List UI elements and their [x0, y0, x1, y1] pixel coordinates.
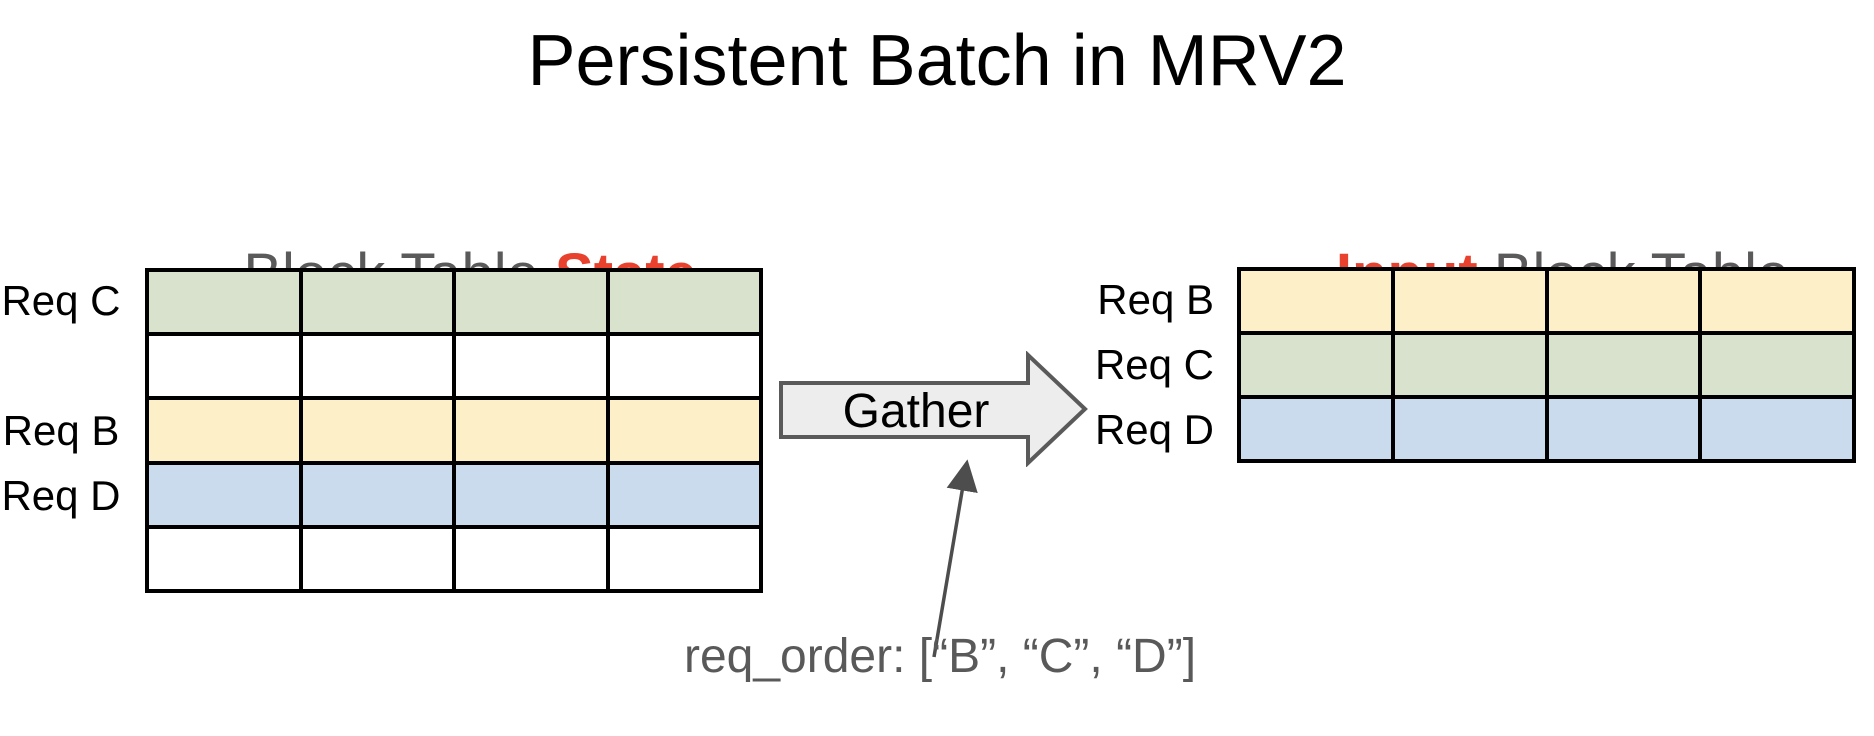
- row-label: [0, 333, 122, 398]
- row-label: Req C: [1094, 340, 1214, 388]
- page-title: Persistent Batch in MRV2: [527, 21, 1347, 101]
- block-cell: [1702, 335, 1852, 395]
- block-cell: [1548, 399, 1699, 459]
- gather-label: Gather: [842, 384, 990, 438]
- state-table-row-labels: Req C Req B Req D: [0, 268, 122, 593]
- block-cell: [1548, 271, 1699, 331]
- block-cell: [149, 336, 299, 397]
- input-table-row-labels: Req B Req C Req D: [1070, 267, 1220, 463]
- block-cell: [149, 528, 299, 589]
- block-cell: [1394, 271, 1545, 331]
- row-label: Req B: [1097, 275, 1214, 323]
- block-cell: [302, 528, 452, 589]
- row-label: Req D: [1094, 406, 1214, 454]
- block-cell: [609, 528, 759, 589]
- block-cell: [149, 272, 299, 333]
- block-cell: [302, 464, 452, 525]
- block-cell: [456, 528, 606, 589]
- block-cell: [302, 272, 452, 333]
- block-cell: [609, 464, 759, 525]
- block-cell: [456, 272, 606, 333]
- block-cell: [1241, 271, 1391, 331]
- gather-arrow-shape: [779, 351, 1088, 467]
- block-cell: [302, 400, 452, 461]
- block-cell: [1702, 399, 1852, 459]
- annotation-pointer-line: [932, 459, 978, 658]
- block-cell: [1394, 335, 1545, 395]
- block-cell: [456, 464, 606, 525]
- input-block-table: [1237, 267, 1856, 463]
- block-cell: [1241, 399, 1391, 459]
- block-cell: [149, 400, 299, 461]
- block-cell: [609, 272, 759, 333]
- req-order-annotation: req_order: [“B”, “C”, “D”]: [683, 630, 1197, 683]
- block-cell: [1241, 335, 1391, 395]
- block-cell: [456, 400, 606, 461]
- annotation-pointer-arrow-icon: [932, 459, 978, 658]
- row-label: [0, 528, 122, 593]
- row-label: Req B: [2, 406, 120, 454]
- block-cell: [609, 400, 759, 461]
- row-label: Req C: [1, 276, 121, 324]
- block-cell: [149, 464, 299, 525]
- gather-arrow-icon: [779, 351, 1088, 467]
- block-cell: [302, 336, 452, 397]
- block-cell: [1394, 399, 1545, 459]
- block-cell: [609, 336, 759, 397]
- block-cell: [1548, 335, 1699, 395]
- state-block-table: [145, 268, 763, 593]
- row-label: Req D: [1, 471, 121, 519]
- block-cell: [1702, 271, 1852, 331]
- block-cell: [456, 336, 606, 397]
